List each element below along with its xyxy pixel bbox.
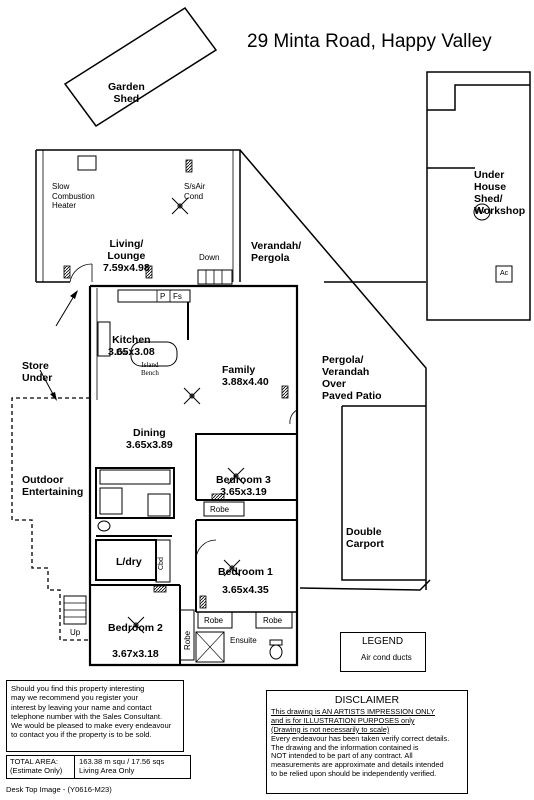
carport-outline [341, 406, 426, 581]
hot-water-label: hw [476, 208, 485, 215]
interest-note-text: Should you find this property interestin… [11, 684, 172, 740]
legend-box: LEGEND Air cond ducts [340, 632, 426, 672]
verandah-pergola-label: Verandah/Pergola [251, 240, 302, 265]
disclaimer-body-text: Every endeavour has been taken verify co… [271, 733, 450, 779]
total-area-box: TOTAL AREA:(Estimate Only) 163.38 m squ … [6, 755, 191, 779]
up-label: Up [70, 628, 81, 637]
pantry-p-label: P [160, 292, 166, 301]
bedroom1-robe-right-label: Robe [263, 616, 283, 625]
disclaimer-title: DISCLAIMER [334, 694, 400, 706]
outdoor-entertaining-outline [11, 397, 90, 641]
footer-reference: Desk Top Image - (Y0616-M23) [6, 785, 112, 794]
disclaimer-underlined-text: This drawing is AN ARTISTS IMPRESSION ON… [271, 707, 436, 734]
laundry-label: L/dry [116, 556, 142, 568]
dishwasher-label: Dw [116, 348, 128, 357]
property-address-title: 29 Minta Road, Happy Valley [247, 31, 492, 52]
ceiling-fan-icons [127, 197, 245, 634]
house-outer-walls [88, 284, 299, 667]
bedroom1-robe-left-label: Robe [204, 616, 224, 625]
interest-note-box: Should you find this property interestin… [6, 680, 184, 752]
legend-item-label: Air cond ducts [361, 653, 412, 662]
legend-title: LEGEND [361, 636, 404, 647]
down-label: Down [199, 253, 220, 262]
garden-shed-outline [63, 6, 218, 128]
total-area-label: TOTAL AREA:(Estimate Only) [7, 756, 75, 778]
disclaimer-box: DISCLAIMER This drawing is AN ARTISTS IM… [266, 690, 468, 794]
pantry-fs-label: Fs [173, 292, 182, 301]
ac-unit-label: Ac [500, 270, 509, 277]
under-house-shed-outline [426, 71, 531, 321]
cupboard-label: Cbd [158, 557, 165, 570]
ensuite-label: Ensuite [230, 636, 257, 645]
bedroom3-robe-label: Robe [210, 505, 230, 514]
bedroom2-robe-label: Robe [183, 630, 192, 650]
